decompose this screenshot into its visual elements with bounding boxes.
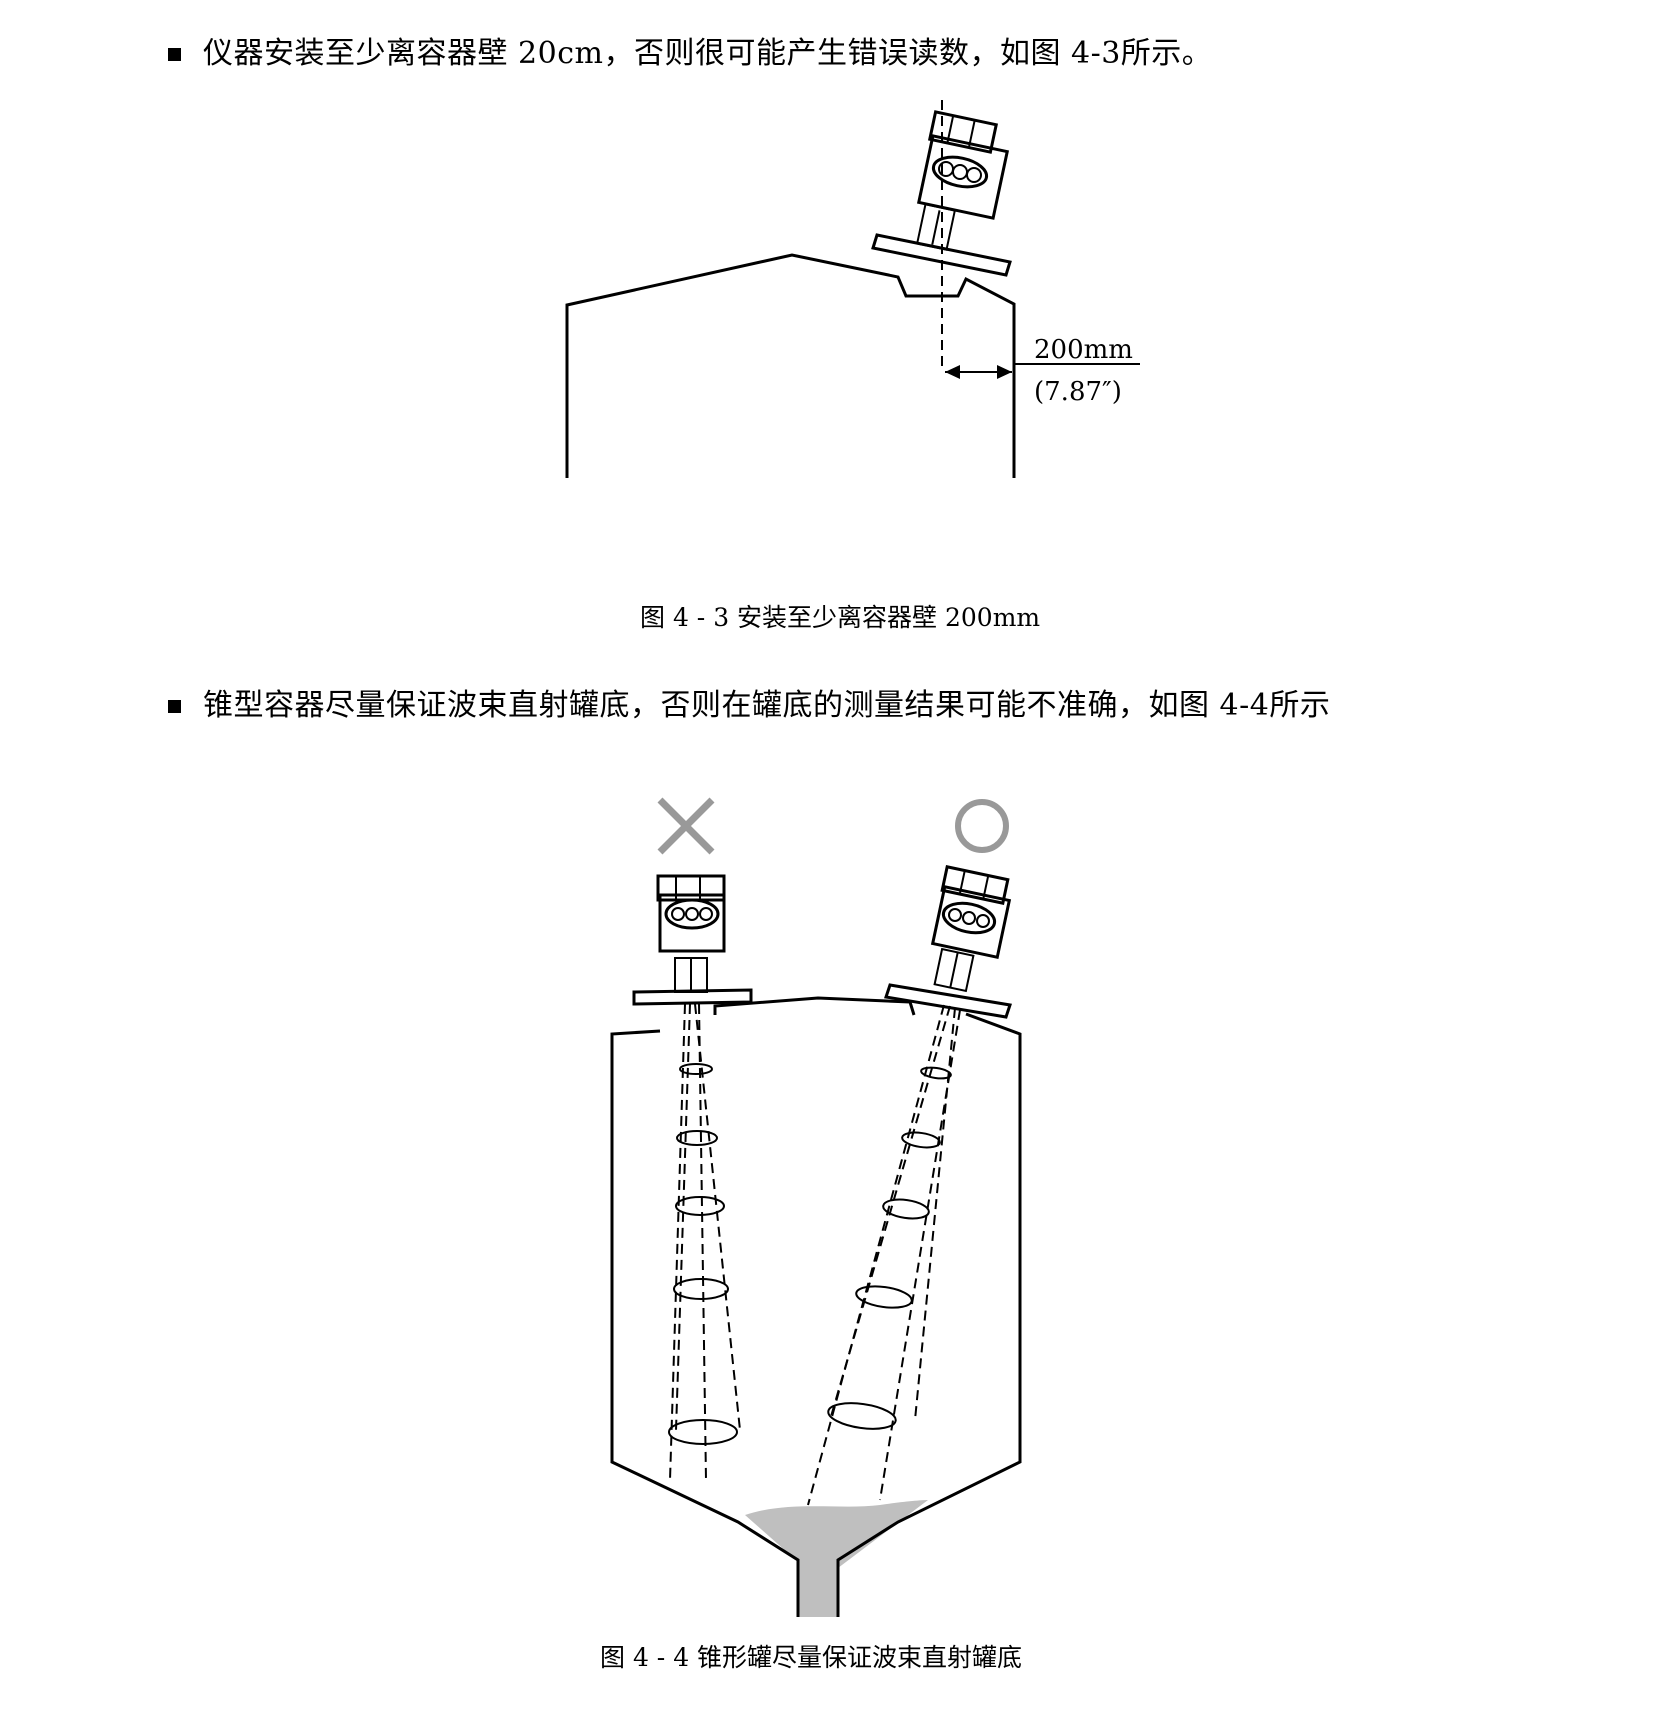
tank-outline: [565, 253, 1016, 478]
bullet-item-1: 仪器安装至少离容器壁 20cm，否则很可能产生错误读数，如图 4-3所示。: [168, 34, 1212, 74]
cable-glands: [931, 155, 989, 189]
bulk-material: [745, 1500, 928, 1582]
dimension-mm-label: 200mm: [1034, 335, 1133, 365]
bullet-item-2: 锥型容器尽量保证波束直射罐底，否则在罐底的测量结果可能不准确，如图 4-4所示: [168, 686, 1330, 726]
wrong-mark-icon: [657, 797, 715, 855]
bullet-text-2: 锥型容器尽量保证波束直射罐底，否则在罐底的测量结果可能不准确，如图 4-4所示: [203, 688, 1331, 723]
left-beam: [668, 1003, 741, 1481]
mounting-flange: [871, 233, 1012, 277]
figure-4-3-diagram: 200mm (7.87″): [565, 100, 1140, 478]
figure-4-4-caption: 图 4 - 4 锥形罐尽量保证波束直射罐底: [600, 1643, 1023, 1672]
left-sensor-housing: [658, 893, 726, 953]
right-beam: [807, 1004, 961, 1506]
bullet-text-1: 仪器安装至少离容器壁 20cm，否则很可能产生错误读数，如图 4-3所示。: [203, 36, 1213, 71]
bullet-square-icon: [168, 699, 181, 713]
right-sensor-housing: [930, 884, 1012, 960]
figure-4-3-caption: 图 4 - 3 安装至少离容器壁 200mm: [640, 603, 1041, 632]
cone-tank-outline: [610, 1029, 800, 1617]
correct-mark-icon: [955, 799, 1009, 853]
dimension-inch-label: (7.87″): [1034, 377, 1122, 407]
bullet-square-icon: [168, 47, 181, 61]
